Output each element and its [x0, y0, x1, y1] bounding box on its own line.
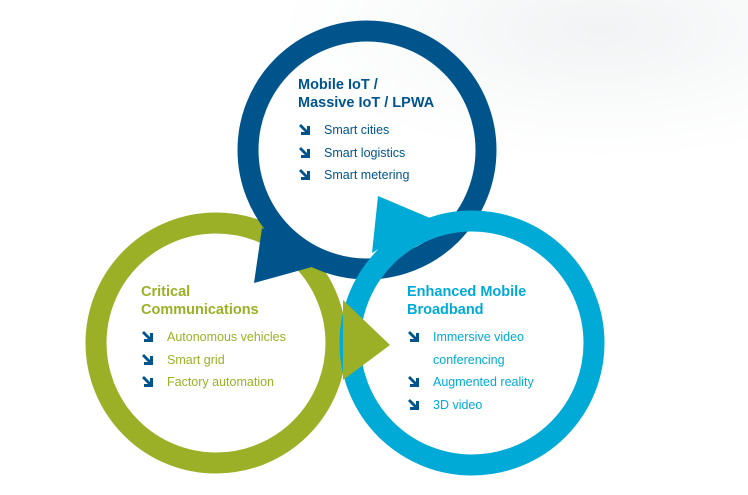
arrow-down-right-icon	[299, 124, 310, 135]
list-item: 3D video	[407, 394, 557, 417]
list-item: Immersive video conferencing	[407, 326, 557, 371]
list-item: Smart cities	[298, 119, 434, 142]
item-label: Smart metering	[324, 168, 410, 182]
arrow-down-right-icon	[299, 169, 310, 180]
arrow-down-right-icon	[142, 376, 153, 387]
arrow-down-right-icon	[142, 353, 153, 365]
item-label: Immersive video conferencing	[433, 330, 524, 367]
title-line: Critical	[141, 284, 191, 300]
embb-block: Enhanced Mobile Broadband Immersive vide…	[407, 283, 557, 416]
title-line: Mobile IoT /	[298, 77, 378, 93]
item-label: Factory automation	[167, 375, 274, 389]
embb-title: Enhanced Mobile Broadband	[407, 283, 557, 319]
title-line: Enhanced Mobile	[407, 284, 527, 300]
item-label: 3D video	[433, 397, 483, 412]
list-item: Factory automation	[141, 371, 286, 394]
list-item: Smart logistics	[298, 142, 434, 165]
mobile-iot-block: Mobile IoT / Massive IoT / LPWA Smart ci…	[298, 76, 434, 187]
list-item: Smart grid	[141, 349, 286, 372]
arrow-down-right-icon	[299, 146, 310, 158]
arrow-down-right-icon	[408, 376, 419, 387]
mobile-iot-title: Mobile IoT / Massive IoT / LPWA	[298, 76, 434, 112]
item-label: Smart logistics	[324, 145, 406, 160]
title-line: Communications	[141, 302, 259, 318]
arrow-down-right-icon	[408, 398, 419, 410]
title-line: Broadband	[407, 302, 484, 318]
critical-ring	[85, 212, 347, 474]
arrow-down-right-icon	[408, 331, 419, 342]
item-label: Augmented reality	[433, 375, 534, 389]
arrow-down-right-icon	[142, 331, 153, 342]
embb-pointer	[372, 196, 430, 253]
item-label: Smart grid	[167, 352, 225, 367]
mobile-iot-pointer	[254, 228, 330, 283]
item-label: Smart cities	[324, 123, 390, 137]
list-item: Augmented reality	[407, 371, 557, 394]
list-item: Autonomous vehicles	[141, 326, 286, 349]
item-label: Autonomous vehicles	[167, 330, 286, 344]
critical-pointer	[343, 300, 390, 380]
list-item: Smart metering	[298, 164, 434, 187]
critical-title: Critical Communications	[141, 283, 286, 319]
title-line: Massive IoT / LPWA	[298, 95, 435, 111]
critical-block: Critical Communications Autonomous vehic…	[141, 283, 286, 394]
